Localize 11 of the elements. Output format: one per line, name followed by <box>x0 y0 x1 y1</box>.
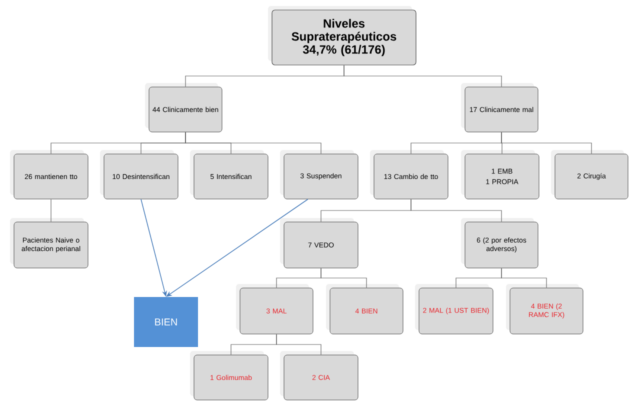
connector-line <box>185 132 322 154</box>
connector-line <box>320 268 367 288</box>
connector-line <box>344 65 502 88</box>
connector-line <box>501 132 592 154</box>
connector-line <box>501 268 547 288</box>
connector-line <box>50 198 52 222</box>
title-box: Niveles Supraterapéuticos 34,7% (61/176) <box>268 6 416 66</box>
connector-line <box>276 334 322 356</box>
connector-line <box>410 198 502 222</box>
result-box: BIEN <box>134 297 198 347</box>
arrow <box>166 198 308 297</box>
